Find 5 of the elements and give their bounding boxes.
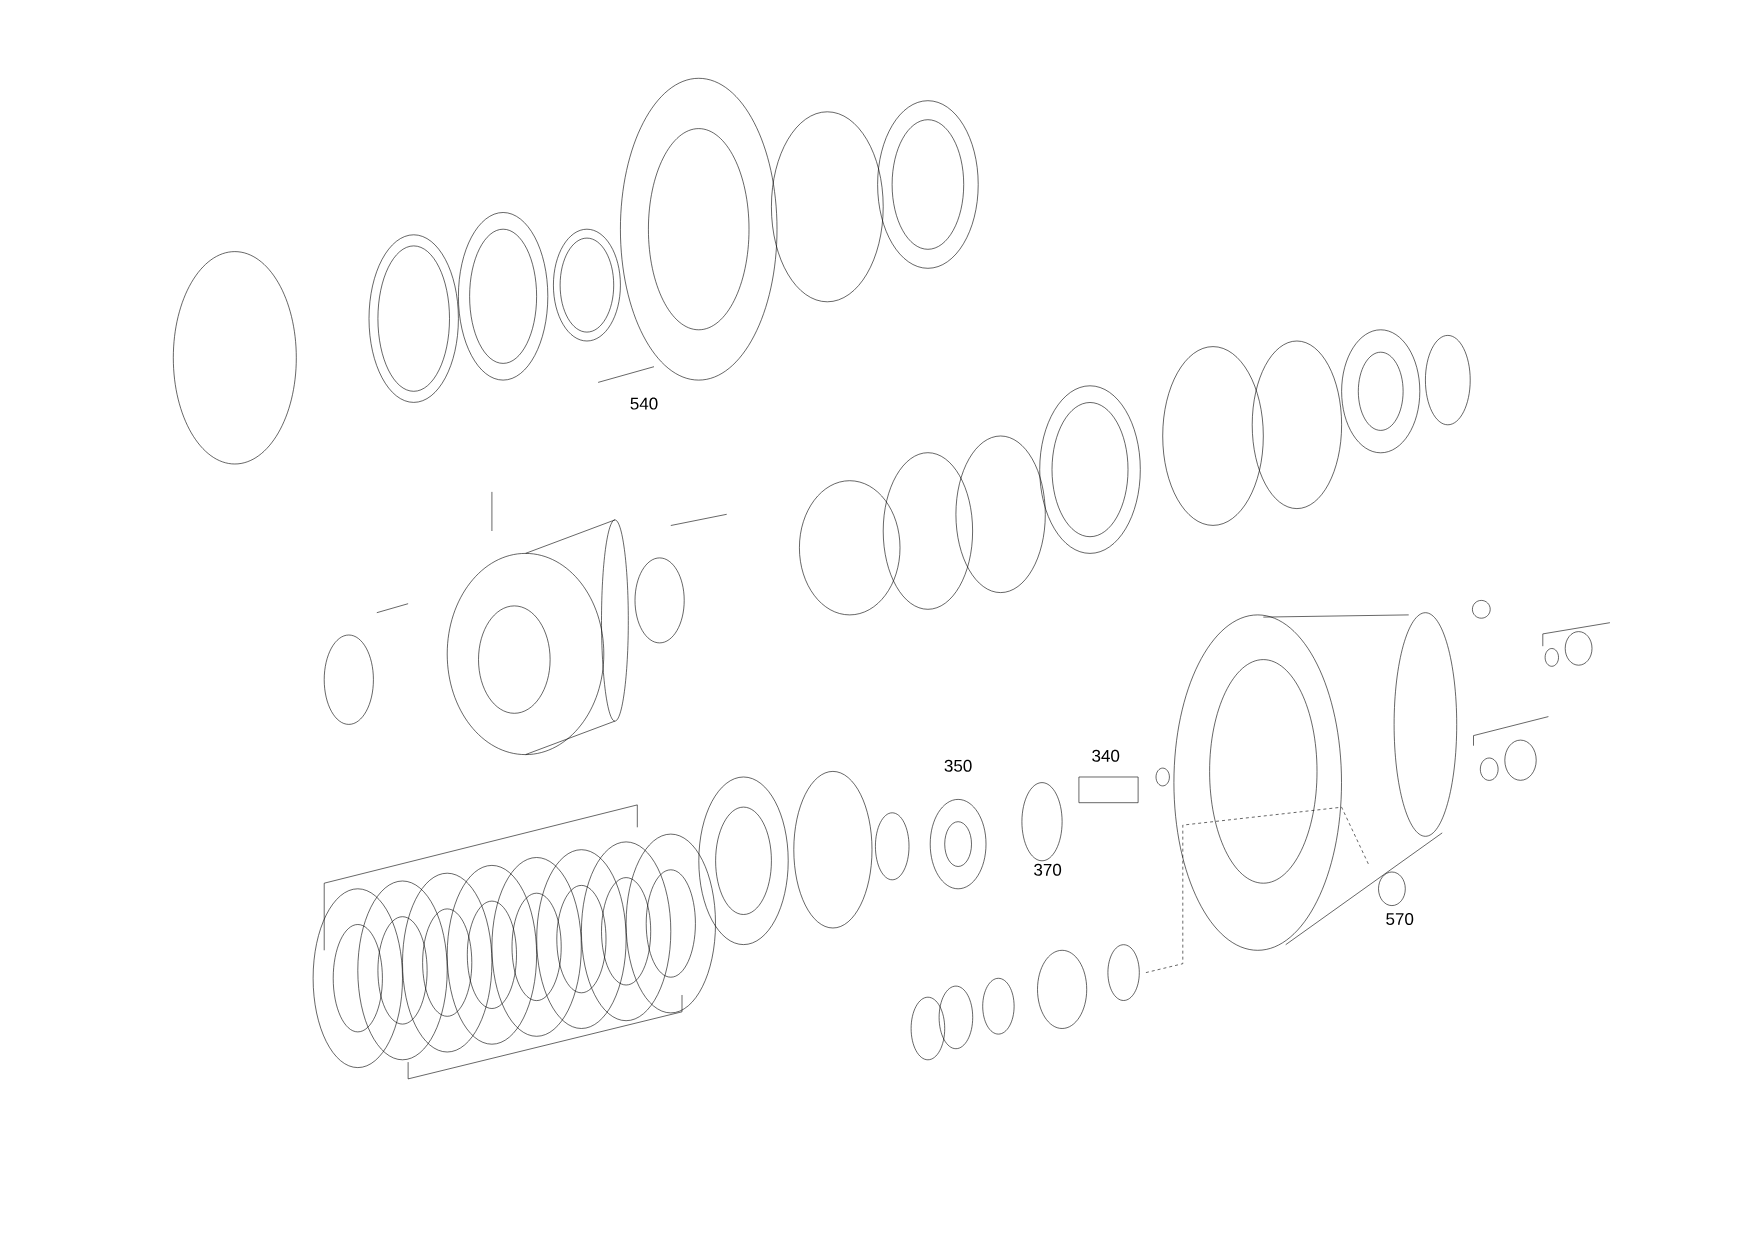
callout-number: 540 (630, 397, 658, 410)
callout-number: 370 (1034, 863, 1062, 876)
callout-number: 570 (1386, 913, 1414, 925)
callout-number: 340 (1092, 749, 1120, 762)
callout-number: 350 (944, 759, 972, 772)
